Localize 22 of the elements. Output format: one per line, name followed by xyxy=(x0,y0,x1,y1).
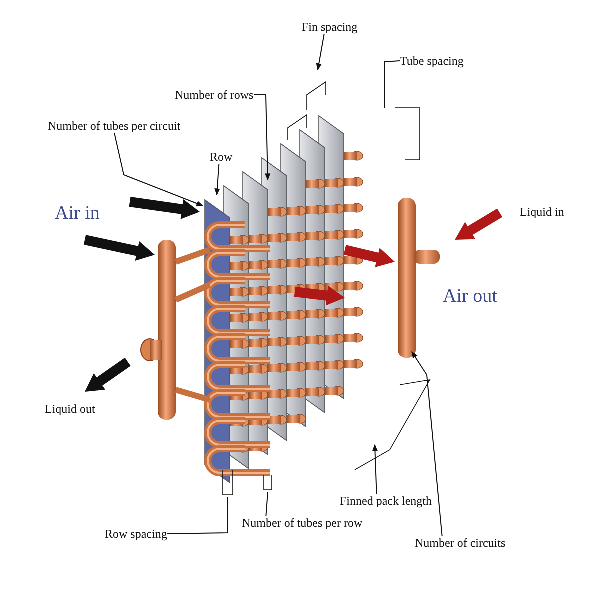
flow-label: Liquid in xyxy=(520,205,564,220)
leader-line xyxy=(254,94,271,181)
leader-line xyxy=(214,164,220,196)
callout-label: Row spacing xyxy=(105,527,168,541)
flow-label: Liquid out xyxy=(45,402,96,417)
flow-label: Air in xyxy=(55,203,100,225)
leader-line xyxy=(316,34,325,71)
leader-line xyxy=(114,132,204,206)
callout-label: Number of circuits xyxy=(415,536,506,550)
callout-label: Number of tubes per row xyxy=(242,516,363,530)
callout-label: Finned pack length xyxy=(340,494,432,508)
leader-line xyxy=(412,351,443,536)
callout-label: Row xyxy=(210,150,233,164)
leader-line xyxy=(384,60,400,108)
callout-label: Fin spacing xyxy=(302,20,358,34)
flow-label: Air out xyxy=(443,286,498,308)
callout-label: Tube spacing xyxy=(400,54,464,68)
callout-label: Number of rows xyxy=(175,88,254,102)
callout-label: Number of tubes per circuit xyxy=(48,119,181,133)
leader-line xyxy=(372,444,378,494)
leader-line xyxy=(266,492,268,516)
leader-line xyxy=(166,496,228,534)
